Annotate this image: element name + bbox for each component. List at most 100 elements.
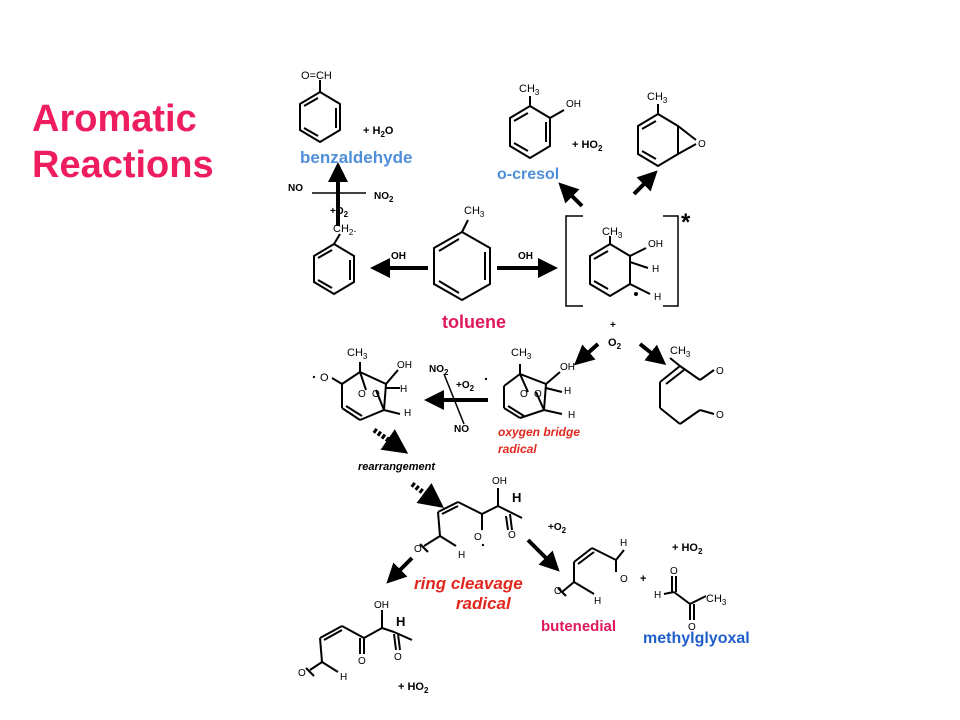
o2-label-2: +O2 <box>456 380 475 393</box>
rearrangement-label: rearrangement <box>358 461 436 473</box>
bridge-label-2: radical <box>498 442 537 456</box>
oh-adduct-bracket <box>565 215 679 307</box>
mgly-o1: O <box>670 566 678 577</box>
o-cresol-structure <box>509 96 565 160</box>
adduct-to-bridge-arrow <box>574 342 600 366</box>
final-o1: O <box>358 656 366 667</box>
epoxide-o: O <box>698 139 706 150</box>
alkoxy-o2: O <box>372 389 380 400</box>
epoxide-ch3: CH3 <box>647 91 668 105</box>
bridge-oh: OH <box>560 362 575 373</box>
mgly-ho2: + HO2 <box>672 542 703 556</box>
dialdehyde-structure <box>659 357 715 425</box>
oh-adduct-structure <box>589 236 651 298</box>
epoxide-structure <box>637 104 697 168</box>
cleavage-ketone-o: O <box>508 530 516 541</box>
butenedial-o2: O <box>554 586 562 597</box>
mgly-h: H <box>654 590 661 601</box>
cleavage-dot: . <box>481 533 485 549</box>
plus-label: + <box>610 320 616 331</box>
butenedial-structure <box>557 547 625 597</box>
aldehyde-group: O=CH <box>301 70 332 82</box>
no-label: NO <box>288 183 303 194</box>
o-cresol-label: o-cresol <box>497 166 560 183</box>
dialdehyde-o1: O <box>716 366 724 377</box>
cleavage-oh: OH <box>492 476 507 487</box>
no-diagonal <box>443 373 465 425</box>
bridge-o1: O <box>520 389 528 400</box>
cleavage-to-final-arrow <box>386 556 414 584</box>
adduct-to-ocresol-arrow <box>558 182 584 208</box>
ring-cleavage-label: ring cleavage radical <box>414 574 523 614</box>
methylglyoxal-label: methylglyoxal <box>643 630 750 647</box>
mgly-o2: O <box>688 622 696 633</box>
butenedial-h1: H <box>620 538 627 549</box>
ring-cleavage-line1: ring cleavage <box>414 574 523 593</box>
alkoxy-o1: O <box>358 389 366 400</box>
butenedial-label: butenedial <box>541 618 617 635</box>
cleavage-to-products-arrow <box>526 538 560 572</box>
bridge-h1: H <box>564 386 571 397</box>
adduct-radical-dot <box>634 292 638 296</box>
methylglyoxal-structure <box>663 576 707 620</box>
page-title: Aromatic Reactions <box>32 96 214 188</box>
o2-label-3: +O2 <box>548 522 567 535</box>
final-h2: H <box>340 672 347 683</box>
benzaldehyde-label: benzaldehyde <box>300 148 413 167</box>
ch2-radical: CH2. <box>333 223 356 237</box>
alkoxy-radical-structure <box>331 362 401 421</box>
final-o2: O <box>394 652 402 663</box>
ocresol-oh: OH <box>566 99 581 110</box>
no-label-2: NO <box>454 424 469 435</box>
o2-reagent: O2 <box>608 337 622 351</box>
benzaldehyde-structure <box>299 80 341 144</box>
bridge-label-1: oxygen bridge <box>498 425 580 439</box>
adduct-to-dialdehyde-arrow <box>638 342 667 365</box>
alkoxy-o: O <box>320 372 329 384</box>
bridge-h2: H <box>568 410 575 421</box>
excited-star: * <box>681 209 691 236</box>
rearrangement-arrow-1 <box>372 427 409 454</box>
bridge-o2: O <box>534 389 542 400</box>
alkoxy-dot: . <box>312 365 316 381</box>
toluene-label: toluene <box>442 312 507 332</box>
dialdehyde-o2: O <box>716 410 724 421</box>
butenedial-o1: O <box>620 574 628 585</box>
cleavage-ald-h: H <box>458 550 465 561</box>
benzyl-radical-structure <box>313 233 355 296</box>
cleavage-o: O <box>474 532 482 543</box>
bridge-radical-structure <box>503 364 563 419</box>
toluene-structure <box>433 219 491 302</box>
final-product-structure <box>305 610 413 677</box>
adduct-oh: OH <box>648 239 663 250</box>
bridge-ch3: CH3 <box>511 347 532 361</box>
no2-label-2: NO2 <box>429 364 449 377</box>
ocresol-ho2: + HO2 <box>572 139 603 153</box>
alkoxy-ch3: CH3 <box>347 347 368 361</box>
no2-label: NO2 <box>374 191 394 204</box>
ring-cleavage-line2: radical <box>455 594 511 613</box>
cleavage-h: H <box>512 490 521 505</box>
adduct-h2: H <box>654 292 661 303</box>
adduct-to-epoxide-arrow <box>632 170 658 196</box>
page-title-line1: Aromatic <box>32 98 197 140</box>
oh-reagent-left: OH <box>391 251 406 262</box>
oh-reagent-right: OH <box>518 251 533 262</box>
dialdehyde-ch3: CH3 <box>670 345 691 359</box>
final-h: H <box>396 614 405 629</box>
final-ho2: + HO2 <box>398 681 429 695</box>
o2-dot: . <box>484 367 488 383</box>
alkoxy-oh: OH <box>397 360 412 371</box>
rearrangement-arrow-2 <box>410 482 444 508</box>
toluene-ch3: CH3 <box>464 205 485 219</box>
h2o-product: + H2O <box>363 125 394 139</box>
mgly-ch3: CH3 <box>706 593 727 607</box>
o2-label: +O2 <box>330 206 349 219</box>
adduct-h1: H <box>652 264 659 275</box>
cleavage-ald-o: O <box>414 544 422 555</box>
page-title-line2: Reactions <box>32 144 214 186</box>
adduct-ch3: CH3 <box>602 226 623 240</box>
final-o3: O <box>298 668 306 679</box>
